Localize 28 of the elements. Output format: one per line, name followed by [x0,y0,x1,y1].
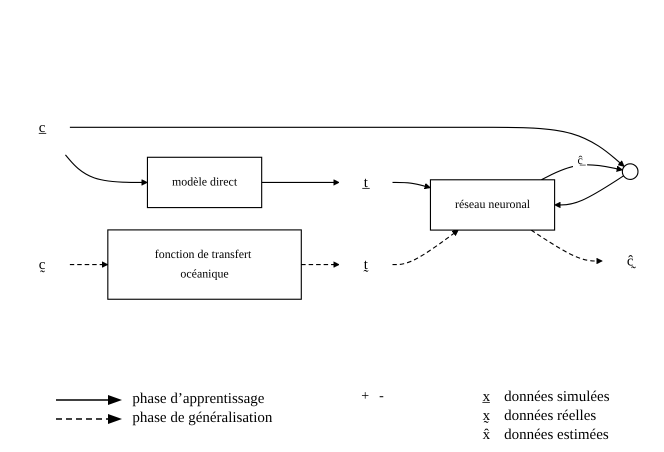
notation-symbol: x̂ [482,427,490,444]
arrow [70,262,108,268]
legend-text: phase d’apprentissage [132,391,264,408]
plus-sign: + [361,389,370,404]
node-box: réseau neuronal [430,180,556,232]
node-text: ĉ̰ [626,253,634,270]
node-box: modèle direct [146,157,262,209]
arrow [392,182,431,190]
node-box: fonction de transfert océanique [107,230,302,300]
legend-text: phase de généralisation [132,410,272,427]
arrow [530,230,603,265]
arrow [70,127,625,168]
node-text: t̲ [364,174,368,192]
arrow [554,176,624,209]
notation-text: données simulées [504,389,610,406]
arrow [262,180,340,186]
notation-text: données estimées [504,427,610,444]
node-circle [622,164,639,180]
notation-symbol: x̰ [482,408,490,425]
notation-text: données réelles [504,408,598,425]
arrow [65,154,148,186]
minus-sign: - [379,389,384,404]
node-text: t̰ [364,256,368,274]
arrow [301,262,340,268]
notation-symbol: x̲ [482,389,490,406]
node-text: c̲ [38,120,46,136]
node-text: c̰ [38,256,46,274]
arrow [392,230,459,266]
